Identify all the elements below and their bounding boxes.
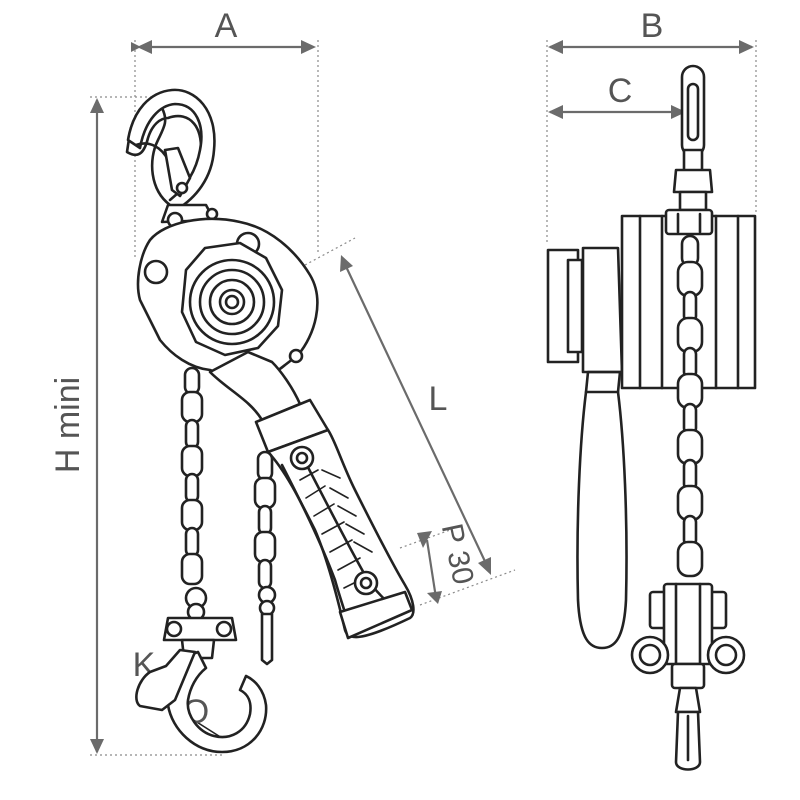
front-load-chain: [676, 234, 704, 578]
top-hook: [125, 88, 219, 229]
label-c: C: [608, 72, 633, 110]
lever-handle: [208, 350, 415, 640]
label-p: P 30: [435, 521, 480, 588]
bottom-hook: [135, 586, 268, 754]
label-h-mini: H mini: [49, 377, 87, 473]
front-top-hook: [672, 64, 714, 212]
slack-chain: [253, 450, 277, 666]
hoist-body: [136, 217, 319, 381]
hoist-front-view: [546, 64, 757, 771]
dimension-c: C: [548, 72, 686, 119]
dimension-p: P 30: [399, 521, 480, 604]
load-chain-left: [180, 366, 204, 586]
label-l: L: [429, 380, 448, 418]
dimension-h-mini: H mini: [49, 96, 225, 756]
dimension-b: B: [546, 7, 757, 245]
hoist-side-view: [125, 88, 415, 754]
front-side-cover: [546, 246, 628, 650]
label-a: A: [215, 7, 238, 45]
label-b: B: [641, 7, 664, 45]
front-bottom-block: [630, 582, 746, 771]
dimension-l: L: [304, 237, 516, 606]
